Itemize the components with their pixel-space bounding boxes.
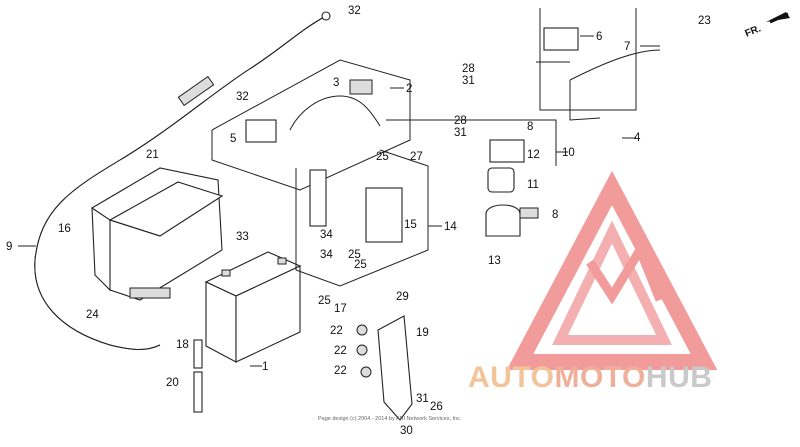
callout-6: 6 <box>596 31 602 43</box>
callout-21: 21 <box>146 149 159 161</box>
callout-4: 4 <box>634 132 641 144</box>
callout-8a: 8 <box>527 121 533 133</box>
callout-19: 19 <box>416 327 429 339</box>
watermark-logo <box>506 170 718 370</box>
callout-31a: 31 <box>462 75 475 87</box>
callout-33: 33 <box>236 231 249 243</box>
callout-29: 29 <box>396 291 409 303</box>
callout-3: 3 <box>333 77 339 89</box>
callout-5: 5 <box>230 133 236 145</box>
callout-16: 16 <box>58 223 71 235</box>
fuse-box-14 <box>295 149 429 287</box>
callout-28a: 28 <box>462 63 475 75</box>
battery-1 <box>204 251 302 363</box>
callout-18: 18 <box>176 339 189 351</box>
callout-7: 7 <box>624 41 630 53</box>
callout-8b: 8 <box>552 209 558 221</box>
callout-25c: 25 <box>348 249 361 261</box>
leader-lines <box>18 35 660 367</box>
watermark-part-moto: MOTO <box>554 361 646 394</box>
callout-31b: 31 <box>454 127 467 139</box>
callout-28b: 28 <box>454 115 467 127</box>
callout-32a: 32 <box>348 5 361 17</box>
callout-22c: 22 <box>334 365 347 377</box>
callout-34a: 34 <box>320 229 333 241</box>
callout-25d: 25 <box>318 295 331 307</box>
battery-box-16 <box>91 167 224 301</box>
cable-box-4 <box>539 8 661 121</box>
callout-11: 11 <box>527 179 539 191</box>
callout-30: 30 <box>400 425 413 437</box>
watermark-part-auto: AUTO <box>468 361 555 394</box>
callout-32b: 32 <box>236 91 249 103</box>
callout-13: 13 <box>488 255 501 267</box>
callout-9: 9 <box>6 241 12 253</box>
callouts: 1 2 3 4 5 6 7 8 8 9 10 11 12 13 14 15 16… <box>6 5 711 437</box>
callout-15: 15 <box>404 219 417 231</box>
callout-22b: 22 <box>334 345 347 357</box>
watermark-brand: AUTOMOTOHUB <box>468 361 798 395</box>
callout-17: 17 <box>334 303 347 315</box>
callout-31c: 31 <box>416 393 429 405</box>
callout-25a: 25 <box>376 151 389 163</box>
callout-1: 1 <box>262 361 268 373</box>
stay-19 <box>356 315 413 421</box>
callout-2: 2 <box>406 83 412 95</box>
callout-26: 26 <box>430 401 443 413</box>
footer-copyright: Page design (c) 2004 - 2014 by ARI Netwo… <box>318 416 462 422</box>
callout-20: 20 <box>166 377 179 389</box>
callout-24: 24 <box>86 309 99 321</box>
harness-box-2 <box>211 59 411 191</box>
callout-27: 27 <box>410 151 423 163</box>
callout-14: 14 <box>444 221 457 233</box>
front-direction-arrow-icon <box>766 12 790 24</box>
callout-23: 23 <box>698 15 711 27</box>
cable-9 <box>34 11 331 350</box>
starter-relay-group <box>386 61 570 237</box>
callout-12: 12 <box>527 149 540 161</box>
callout-10: 10 <box>562 147 575 159</box>
bolt-20 <box>193 339 203 413</box>
callout-34b: 34 <box>320 249 333 261</box>
watermark-part-hub: HUB <box>645 361 713 394</box>
callout-22a: 22 <box>330 325 343 337</box>
callout-25b: 25 <box>354 259 367 271</box>
